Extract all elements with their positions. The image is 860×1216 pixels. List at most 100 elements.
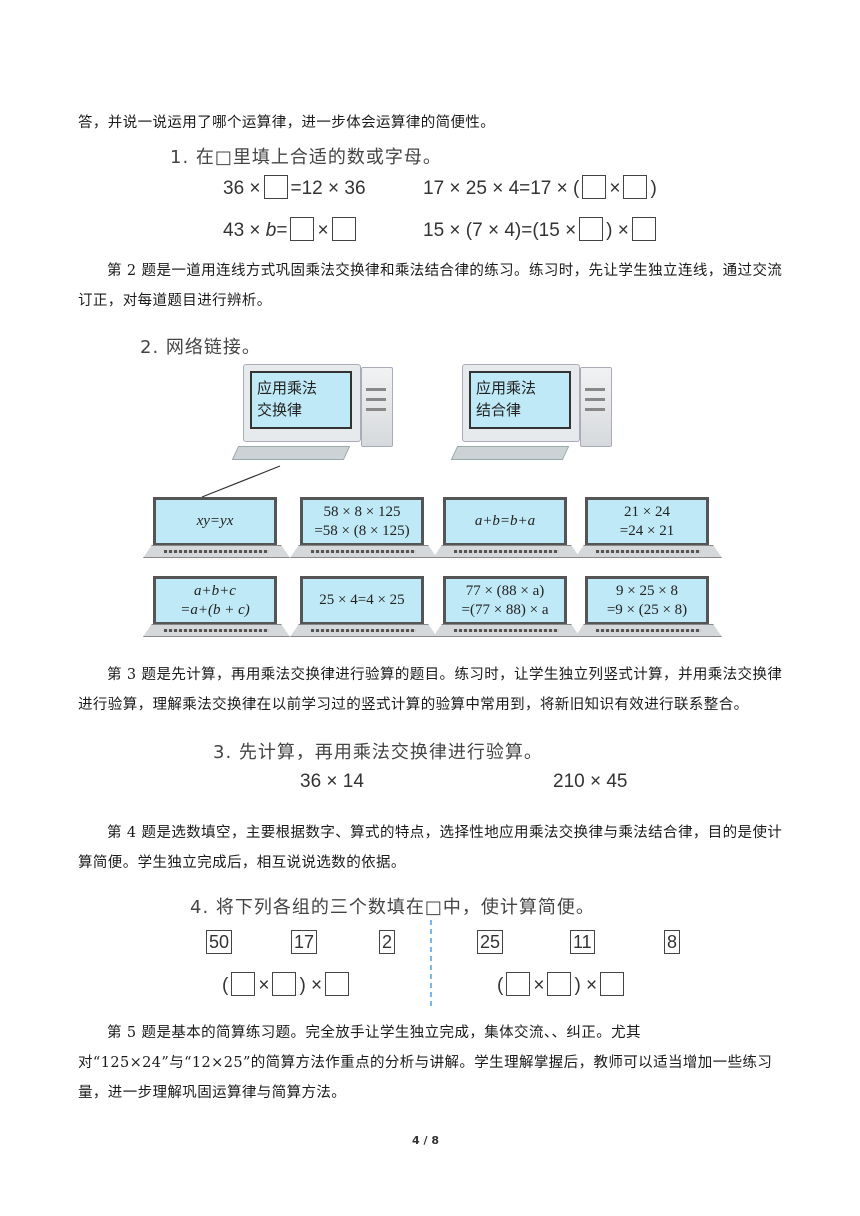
number-card[interactable]: 11 <box>570 930 595 954</box>
answer-box[interactable] <box>600 972 625 996</box>
laptop-card[interactable]: a+b+c =a+(b + c) <box>143 576 290 642</box>
laptop-line: 77 × (88 × a) <box>465 582 545 599</box>
monitor-screen: 应用乘法交换律 <box>250 371 352 429</box>
laptop-line: =58 × (8 × 125) <box>314 522 410 539</box>
exercise-4-heading: 4. 将下列各组的三个数填在□中，使计算简便。 <box>190 897 595 918</box>
exercise-3-heading: 3. 先计算，再用乘法交换律进行验算。 <box>213 742 543 763</box>
answer-box[interactable] <box>631 217 656 241</box>
laptop-screen: a+b+c =a+(b + c) <box>153 576 277 624</box>
laptop-line: xy=yx <box>196 513 234 529</box>
answer-box[interactable] <box>579 217 604 241</box>
page-number: 4 / 8 <box>412 1134 439 1147</box>
paragraph-4: 第 4 题是选数填空，主要根据数字、算式的特点，选择性地应用乘法交换律与乘法结合… <box>78 825 783 871</box>
laptop-line: 9 × 25 × 8 <box>616 582 678 599</box>
paragraph-3: 第 3 题是先计算，再用乘法交换律进行验算的题目。练习时，让学生独立列竖式计算，… <box>78 667 783 713</box>
number-card[interactable]: 25 <box>477 930 504 954</box>
answer-box[interactable] <box>331 217 356 241</box>
number-card[interactable]: 2 <box>379 930 396 954</box>
eq-text: ) × <box>606 220 629 241</box>
laptop-screen: 9 × 25 × 8 =9 × (25 × 8) <box>585 576 709 624</box>
eq-text: 17 × 25 × 4=17 × ( <box>423 178 580 199</box>
answer-box[interactable] <box>272 972 297 996</box>
laptop-screen: 21 × 24 =24 × 21 <box>585 497 709 545</box>
laptop-line: a+b+c <box>194 582 236 599</box>
answer-box[interactable] <box>623 175 648 199</box>
eq-text: ( <box>222 975 229 996</box>
ex4-expression-2: ( × ) × <box>497 972 627 997</box>
screen-line: 应用乘法 <box>476 379 537 397</box>
screen-line: 结合律 <box>476 401 522 419</box>
eq-text: × <box>533 975 545 996</box>
laptop-screen: 25 × 4=4 × 25 <box>300 576 424 624</box>
laptop-line: =a+(b + c) <box>180 601 250 618</box>
laptop-base <box>433 545 580 558</box>
answer-box[interactable] <box>547 972 572 996</box>
laptop-card[interactable]: 9 × 25 × 8 =9 × (25 × 8) <box>575 576 722 642</box>
tower <box>361 367 393 447</box>
eq-text: ) × <box>574 975 598 996</box>
desktop-computer-associative[interactable]: 应用乘法结合律 <box>450 364 617 464</box>
answer-box[interactable] <box>506 972 531 996</box>
number-card[interactable]: 50 <box>206 930 233 954</box>
laptop-line: =(77 × 88) × a <box>461 601 549 618</box>
monitor-screen: 应用乘法结合律 <box>469 371 571 429</box>
laptop-card[interactable]: xy=yx <box>143 497 290 563</box>
eq-text: = <box>276 220 288 241</box>
laptop-line: 21 × 24 <box>624 503 670 520</box>
ex3-problem-a: 36 × 14 <box>300 771 364 792</box>
laptop-base <box>433 624 580 637</box>
laptop-card[interactable]: 25 × 4=4 × 25 <box>290 576 437 642</box>
ex3-problem-b: 210 × 45 <box>553 771 628 792</box>
laptop-card[interactable]: 77 × (88 × a) =(77 × 88) × a <box>433 576 580 642</box>
laptop-base <box>143 624 290 637</box>
laptop-line: =9 × (25 × 8) <box>606 601 688 618</box>
laptop-screen: 77 × (88 × a) =(77 × 88) × a <box>443 576 567 624</box>
answer-box[interactable] <box>582 175 607 199</box>
eq-text: ) <box>650 178 657 199</box>
eq-text: × <box>609 178 621 199</box>
number-card[interactable]: 17 <box>291 930 318 954</box>
laptop-base <box>290 545 437 558</box>
laptop-card[interactable]: a+b=b+a <box>433 497 580 563</box>
answer-box[interactable] <box>231 972 256 996</box>
laptop-screen: 58 × 8 × 125 =58 × (8 × 125) <box>300 497 424 545</box>
number-card[interactable]: 8 <box>664 930 681 954</box>
eq-text: ( <box>497 975 504 996</box>
laptop-base <box>290 624 437 637</box>
laptop-screen: xy=yx <box>153 497 277 545</box>
eq-text: × <box>317 220 329 241</box>
answer-box[interactable] <box>325 972 350 996</box>
eq-text: 36 × <box>223 178 261 199</box>
laptop-line: 25 × 4=4 × 25 <box>319 592 405 608</box>
group-divider <box>430 920 432 1010</box>
tower <box>580 367 612 447</box>
variable-b: b <box>265 220 277 241</box>
ex1-equation-3: 43 × b= × <box>223 217 359 242</box>
laptop-line: =24 × 21 <box>619 522 675 539</box>
screen-line: 应用乘法 <box>257 379 318 397</box>
paragraph-5: 第 5 题是基本的简算练习题。完全放手让学生独立完成，集体交流、、纠正。尤其对“… <box>78 1025 773 1101</box>
ex4-expression-1: ( × ) × <box>222 972 352 997</box>
ex1-equation-4: 15 × (7 × 4)=(15 ×) × <box>423 217 659 242</box>
desktop-computer-commutative[interactable]: 应用乘法交换律 <box>231 364 398 464</box>
eq-text: ) × <box>299 975 323 996</box>
exercise-2-heading: 2. 网络链接。 <box>140 337 261 358</box>
ex1-equation-2: 17 × 25 × 4=17 × ( ×) <box>423 175 657 200</box>
answer-box[interactable] <box>290 217 315 241</box>
eq-text: 43 × <box>223 220 266 241</box>
laptop-base <box>143 545 290 558</box>
laptop-card[interactable]: 21 × 24 =24 × 21 <box>575 497 722 563</box>
eq-text: × <box>258 975 270 996</box>
laptop-line: a+b=b+a <box>474 513 536 529</box>
exercise-1-heading: 1. 在□里填上合适的数或字母。 <box>170 147 442 168</box>
intro-text: 答，并说一说运用了哪个运算律，进一步体会运算律的简便性。 <box>78 115 496 131</box>
answer-box[interactable] <box>263 175 288 199</box>
monitor: 应用乘法交换律 <box>243 364 361 442</box>
paragraph-2: 第 2 题是一道用连线方式巩固乘法交换律和乘法结合律的练习。练习时，先让学生独立… <box>78 263 783 309</box>
laptop-base <box>575 545 722 558</box>
laptop-card[interactable]: 58 × 8 × 125 =58 × (8 × 125) <box>290 497 437 563</box>
ex1-equation-1: 36 ×=12 × 36 <box>223 175 366 200</box>
monitor: 应用乘法结合律 <box>462 364 580 442</box>
laptop-line: 58 × 8 × 125 <box>323 503 401 520</box>
